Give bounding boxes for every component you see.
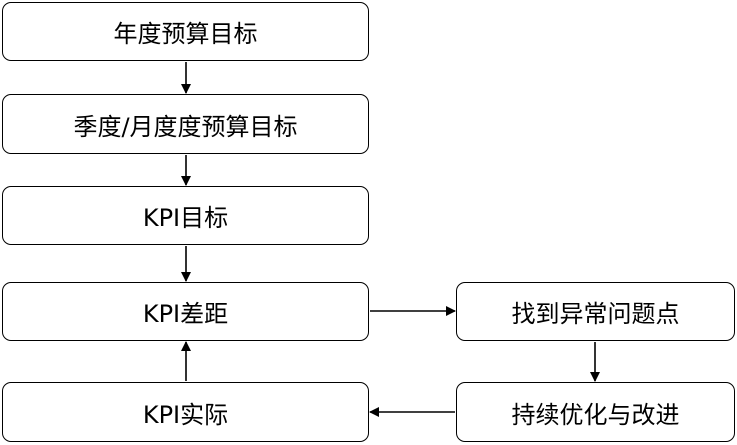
node-find-anomalies: 找到异常问题点 (456, 282, 735, 341)
node-quarterly-monthly-budget-target: 季度/月度度预算目标 (2, 94, 369, 154)
node-continuous-improvement: 持续优化与改进 (456, 382, 735, 442)
node-annual-budget-target: 年度预算目标 (2, 2, 369, 61)
node-kpi-actual: KPI实际 (2, 382, 369, 442)
node-kpi-gap: KPI差距 (2, 282, 369, 341)
node-kpi-target: KPI目标 (2, 186, 369, 245)
